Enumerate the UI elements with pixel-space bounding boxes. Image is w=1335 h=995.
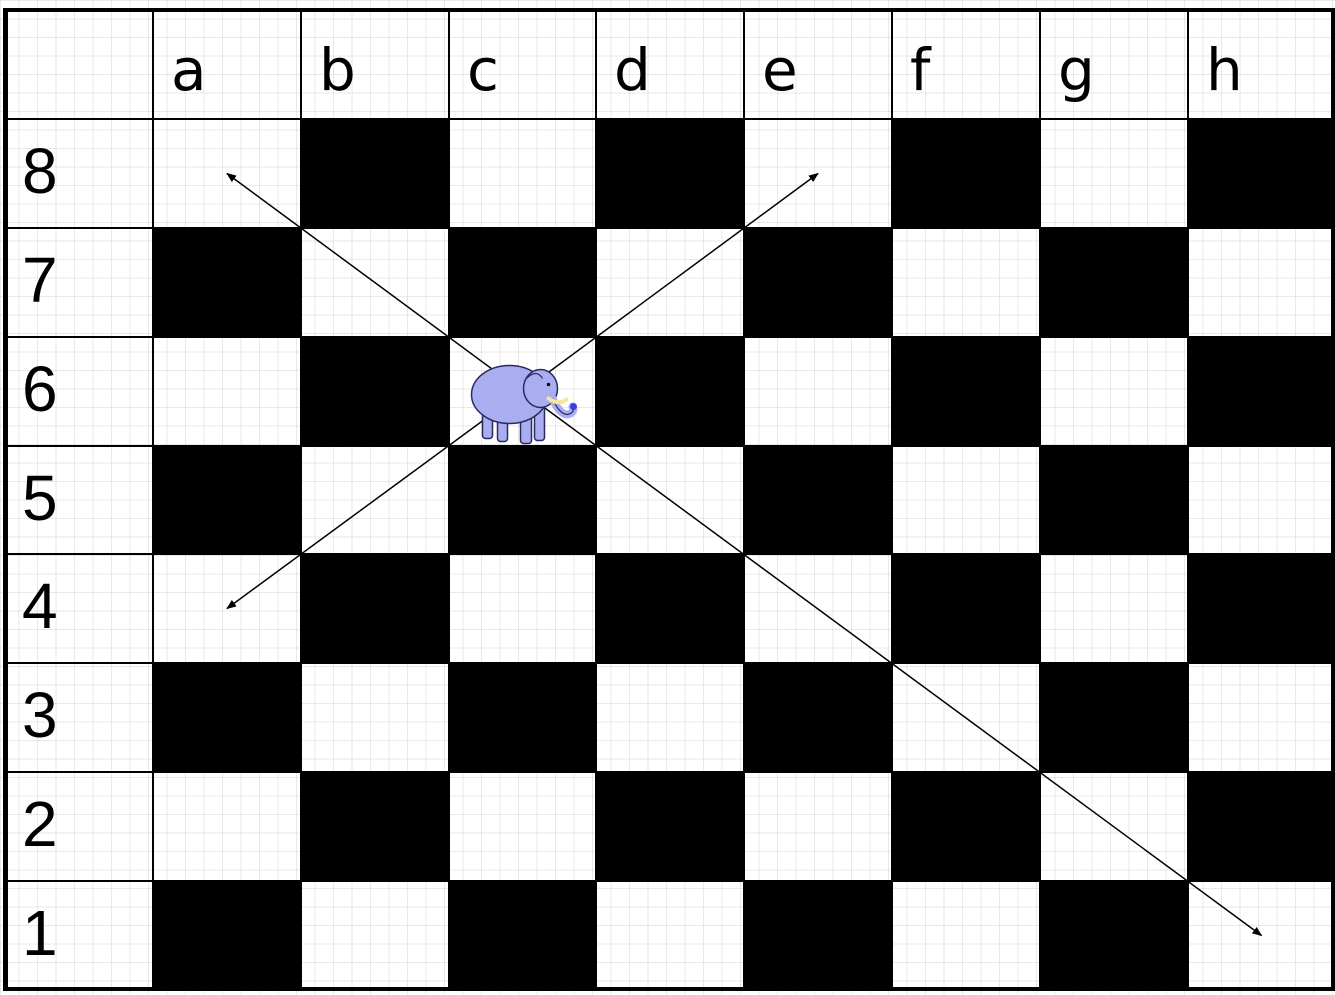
elephant-piece-icon[interactable]: [472, 366, 578, 444]
move-arrow-c6-a8: [227, 174, 523, 392]
move-arrow-c6-e8: [523, 174, 819, 392]
move-arrow-c6-h1: [523, 392, 1262, 936]
move-arrow-c6-a4: [227, 392, 523, 609]
